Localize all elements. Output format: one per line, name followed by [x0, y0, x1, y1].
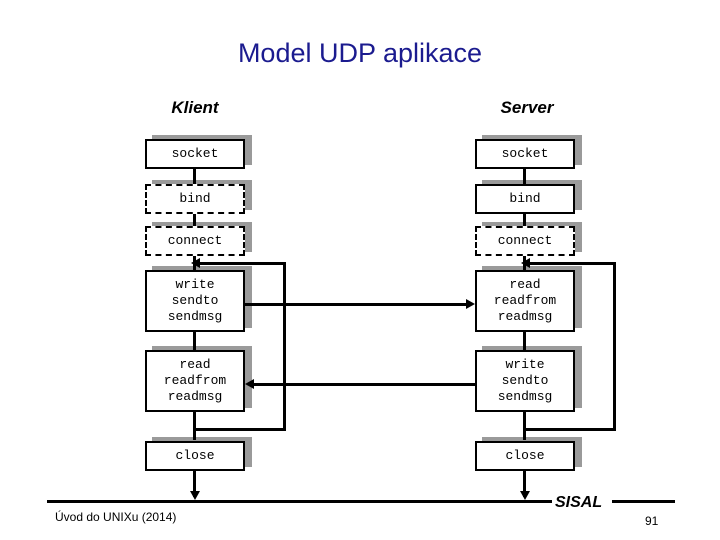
server-box-socket-label: socket: [501, 146, 549, 161]
client-box-bind-label: bind: [179, 191, 211, 206]
server-box-read-line1: read: [509, 277, 541, 292]
server-box-close[interactable]: close: [475, 441, 575, 471]
server-box-read-line3: readmsg: [497, 309, 553, 324]
datagram-arrow-server-to-client: [251, 383, 475, 386]
client-box-connect[interactable]: connect: [145, 226, 245, 256]
client-box-read[interactable]: read readfrom readmsg: [145, 350, 245, 412]
client-box-close-label: close: [175, 448, 215, 463]
server-loop-top: [527, 262, 616, 265]
client-box-connect-label: connect: [167, 233, 223, 248]
server-box-write-line1: write: [505, 357, 545, 372]
client-box-close[interactable]: close: [145, 441, 245, 471]
connector-client-write-read: [193, 332, 196, 350]
server-box-read[interactable]: read readfrom readmsg: [475, 270, 575, 332]
client-loop-right: [283, 262, 286, 431]
client-box-read-line3: readmsg: [167, 389, 223, 404]
server-box-write-line3: sendmsg: [497, 389, 553, 404]
client-box-read-line2: readfrom: [163, 373, 227, 388]
server-box-connect[interactable]: connect: [475, 226, 575, 256]
client-box-write-line2: sendto: [171, 293, 219, 308]
connector-server-write-close: [523, 412, 526, 440]
client-box-socket-label: socket: [171, 146, 219, 161]
client-end-arrowhead-icon: [190, 491, 200, 500]
client-loop-bottom: [193, 428, 286, 431]
server-end-arrowhead-icon: [520, 491, 530, 500]
footer-page-number: 91: [645, 514, 659, 528]
server-loop-arrowhead-icon: [521, 258, 530, 268]
connector-server-read-write: [523, 332, 526, 350]
connector-client-bind-connect: [193, 214, 196, 226]
column-heading-server: Server: [500, 98, 554, 117]
client-box-bind[interactable]: bind: [145, 184, 245, 214]
connector-server-close-end: [523, 471, 526, 497]
client-loop-arrowhead-icon: [191, 258, 200, 268]
footer-rule-right: [612, 500, 675, 503]
footer-course-label: Úvod do UNIXu (2014): [55, 510, 177, 524]
server-box-bind[interactable]: bind: [475, 184, 575, 214]
page-title: Model UDP aplikace: [237, 38, 483, 68]
server-box-read-line2: readfrom: [493, 293, 557, 308]
datagram-arrow-right-head-icon: [466, 299, 475, 309]
column-heading-client: Klient: [171, 98, 219, 117]
client-box-write[interactable]: write sendto sendmsg: [145, 270, 245, 332]
connector-client-close-end: [193, 471, 196, 497]
server-box-write[interactable]: write sendto sendmsg: [475, 350, 575, 412]
server-box-close-label: close: [505, 448, 545, 463]
server-box-write-line2: sendto: [501, 373, 549, 388]
connector-client-socket-bind: [193, 169, 196, 184]
client-loop-top: [197, 262, 286, 265]
server-box-socket[interactable]: socket: [475, 139, 575, 169]
footer-rule-left: [47, 500, 552, 503]
datagram-arrow-client-to-server: [245, 303, 469, 306]
connector-server-socket-bind: [523, 169, 526, 184]
footer-brand-label: SISAL: [555, 494, 603, 511]
client-box-write-line3: sendmsg: [167, 309, 223, 324]
client-box-write-line1: write: [175, 277, 215, 292]
server-loop-right: [613, 262, 616, 431]
connector-server-bind-connect: [523, 214, 526, 226]
client-box-read-line1: read: [179, 357, 211, 372]
datagram-arrow-left-head-icon: [245, 379, 254, 389]
client-box-socket[interactable]: socket: [145, 139, 245, 169]
connector-client-read-close: [193, 412, 196, 440]
server-box-bind-label: bind: [509, 191, 541, 206]
server-loop-bottom: [523, 428, 616, 431]
server-box-connect-label: connect: [497, 233, 553, 248]
